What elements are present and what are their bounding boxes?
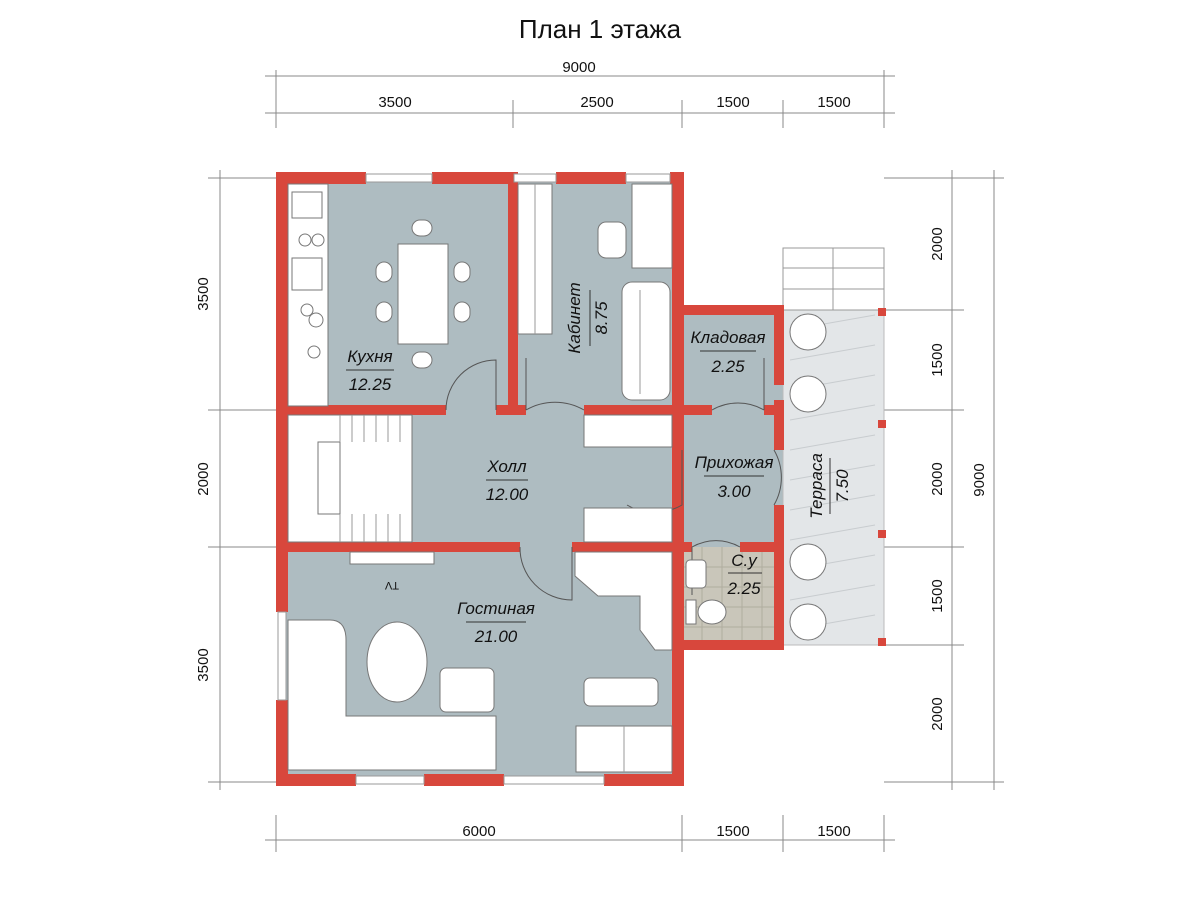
room-area-bath: 2.25 xyxy=(726,579,761,598)
room-name-terrace: Терраса xyxy=(807,453,826,519)
room-name-storage: Кладовая xyxy=(691,328,766,347)
room-area-cabinet: 8.75 xyxy=(592,301,611,335)
dimension-lines xyxy=(208,70,1004,852)
dim-bottom-3: 1500 xyxy=(817,823,850,840)
dim-left-2: 2000 xyxy=(195,462,212,495)
room-name-living: Гостиная xyxy=(457,599,535,618)
windows xyxy=(277,173,671,785)
dim-left-1: 3500 xyxy=(195,277,212,310)
dim-top-3: 1500 xyxy=(716,94,749,111)
staircase xyxy=(287,414,673,543)
dim-top-1: 3500 xyxy=(378,94,411,111)
bath-fixtures xyxy=(685,559,727,625)
dim-left-3: 3500 xyxy=(195,648,212,681)
room-area-living: 21.00 xyxy=(474,627,518,646)
room-area-hall: 12.00 xyxy=(486,485,529,504)
dim-right-2: 1500 xyxy=(929,343,946,376)
room-area-kitchen: 12.25 xyxy=(349,375,392,394)
dim-top-4: 1500 xyxy=(817,94,850,111)
room-name-cabinet: Кабинет xyxy=(565,282,584,353)
dim-bottom-2: 1500 xyxy=(716,823,749,840)
room-area-terrace: 7.50 xyxy=(833,469,852,503)
kitchen-furniture xyxy=(287,183,471,407)
room-name-hall: Холл xyxy=(486,457,527,476)
dim-right-5: 2000 xyxy=(929,697,946,730)
room-area-storage: 2.25 xyxy=(710,357,745,376)
dim-right-4: 1500 xyxy=(929,579,946,612)
dim-top-total: 9000 xyxy=(562,59,595,76)
dim-right-3: 2000 xyxy=(929,462,946,495)
walls xyxy=(276,172,886,786)
room-area-entry: 3.00 xyxy=(717,482,751,501)
dim-right-1: 2000 xyxy=(929,227,946,260)
living-furniture xyxy=(287,551,673,773)
room-labels: Кухня 12.25 Кабинет 8.75 Кладовая 2.25 Х… xyxy=(346,282,852,646)
room-name-kitchen: Кухня xyxy=(347,347,392,366)
room-name-bath: С.у xyxy=(731,551,758,570)
terrace-chairs xyxy=(789,313,827,641)
dim-right-total: 9000 xyxy=(971,463,988,496)
room-name-entry: Прихожая xyxy=(695,453,774,472)
dim-bottom-1: 6000 xyxy=(462,823,495,840)
dim-top-2: 2500 xyxy=(580,94,613,111)
cabinet-furniture xyxy=(517,183,673,401)
page-title: План 1 этажа xyxy=(518,14,682,44)
tv-label: TV xyxy=(384,579,399,591)
